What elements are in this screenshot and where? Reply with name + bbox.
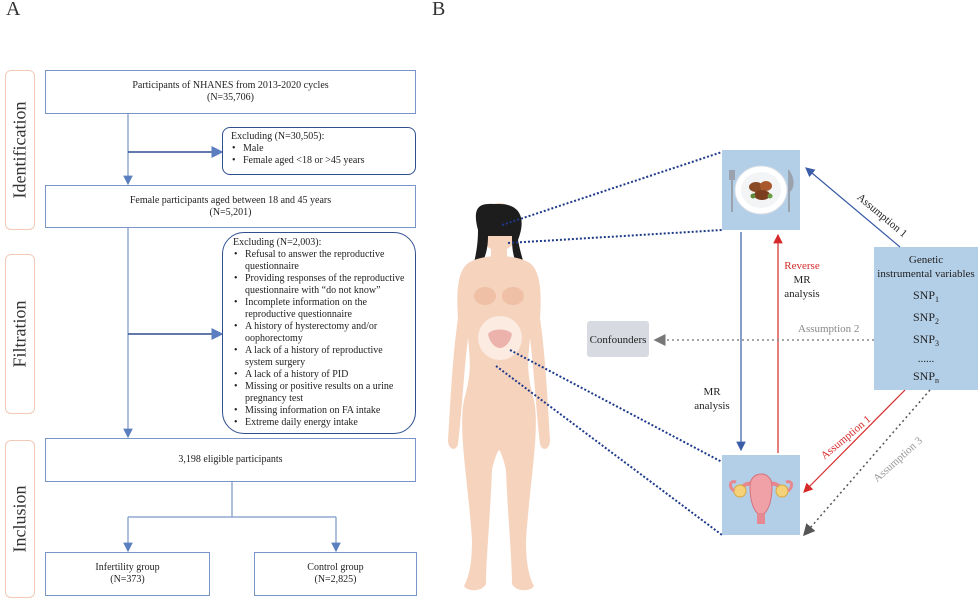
- participants-count: (N=35,706): [206, 92, 255, 103]
- exclusion-2-item: Refusal to answer the reproductive quest…: [234, 249, 405, 273]
- participants-box: Participants of NHANES from 2013-2020 cy…: [45, 70, 416, 114]
- panel-label-a: A: [6, 0, 21, 20]
- genetic-label-2: instrumental variables: [877, 268, 974, 280]
- snp-1: SNP1: [913, 288, 939, 304]
- assumption1-top-arrow: [805, 167, 901, 248]
- exclusion-2-item: Extreme daily energy intake: [234, 417, 405, 429]
- stage-inclusion: Inclusion: [5, 440, 35, 598]
- assumption1-bottom-label: Assumption 1: [819, 413, 874, 462]
- control-box: Control group (N=2,825): [254, 552, 417, 596]
- stage-identification: Identification: [5, 70, 35, 230]
- genetic-panel: [874, 247, 978, 390]
- confounders-box: [587, 321, 649, 357]
- reverse-mr-label-3: analysis: [784, 288, 819, 300]
- uterus-icon: [728, 473, 794, 524]
- control-count: (N=2,825): [314, 574, 357, 585]
- human-figure-icon: [448, 203, 550, 591]
- exclusion-1-item: Female aged <18 or >45 years: [232, 155, 407, 167]
- exclusion-2-item: Incomplete information on the reproducti…: [234, 297, 405, 321]
- mr-analysis-label-1: MR: [703, 386, 721, 398]
- female-count: (N=5,201): [209, 206, 252, 218]
- panel-label-b: B: [432, 0, 446, 20]
- mr-analysis-label-2: analysis: [694, 400, 729, 412]
- control-label: Control group: [307, 562, 364, 573]
- assumption1-bottom-arrow: [803, 389, 906, 493]
- food-plate-icon: [729, 165, 794, 215]
- infertility-label: Infertility group: [95, 562, 160, 573]
- infertility-box: Infertility group (N=373): [45, 552, 210, 596]
- confounders-label: Confounders: [590, 334, 647, 346]
- reverse-mr-label-1: Reverse: [784, 260, 820, 272]
- assumption3-arrow: [803, 389, 931, 537]
- reverse-mr-label-2: MR: [793, 274, 811, 286]
- snp-3: SNP3: [913, 332, 939, 348]
- exclusion-box-1: Excluding (N=30,505): Male Female aged <…: [222, 127, 416, 175]
- exclusion-1-title: Excluding (N=30,505):: [231, 131, 325, 142]
- snp-2: SNP2: [913, 310, 939, 326]
- genetic-label-1: Genetic: [909, 254, 943, 266]
- female-box: Female participants aged between 18 and …: [45, 185, 416, 228]
- exclusion-box-2: Excluding (N=2,003): Refusal to answer t…: [222, 232, 416, 434]
- exclusion-1-item: Male: [232, 143, 407, 155]
- eligible-text: 3,198 eligible participants: [178, 454, 283, 465]
- participants-text: Participants of NHANES from 2013-2020 cy…: [132, 80, 329, 91]
- snp-dots: ......: [918, 353, 935, 365]
- exclusion-2-item: Missing information on FA intake: [234, 405, 405, 417]
- exclusion-2-item: A lack of a history of PID: [234, 369, 405, 381]
- exclusion-2-title: Excluding (N=2,003):: [233, 237, 322, 248]
- exclusion-2-item: A history of hysterectomy and/or oophore…: [234, 321, 405, 345]
- exclusion-2-item: Missing or positive results on a urine p…: [234, 381, 405, 405]
- female-text: Female participants aged between 18 and …: [129, 194, 332, 206]
- stage-filtration: Filtration: [5, 254, 35, 414]
- eligible-box: 3,198 eligible participants: [45, 438, 416, 482]
- snp-n: SNPn: [913, 369, 939, 385]
- exclusion-2-item: Providing responses of the reproductive …: [234, 273, 405, 297]
- exclusion-2-item: A lack of a history of reproductive syst…: [234, 345, 405, 369]
- assumption2-label: Assumption 2: [798, 323, 859, 335]
- infertility-count: (N=373): [110, 574, 145, 585]
- assumption3-label: Assumption 3: [871, 434, 925, 484]
